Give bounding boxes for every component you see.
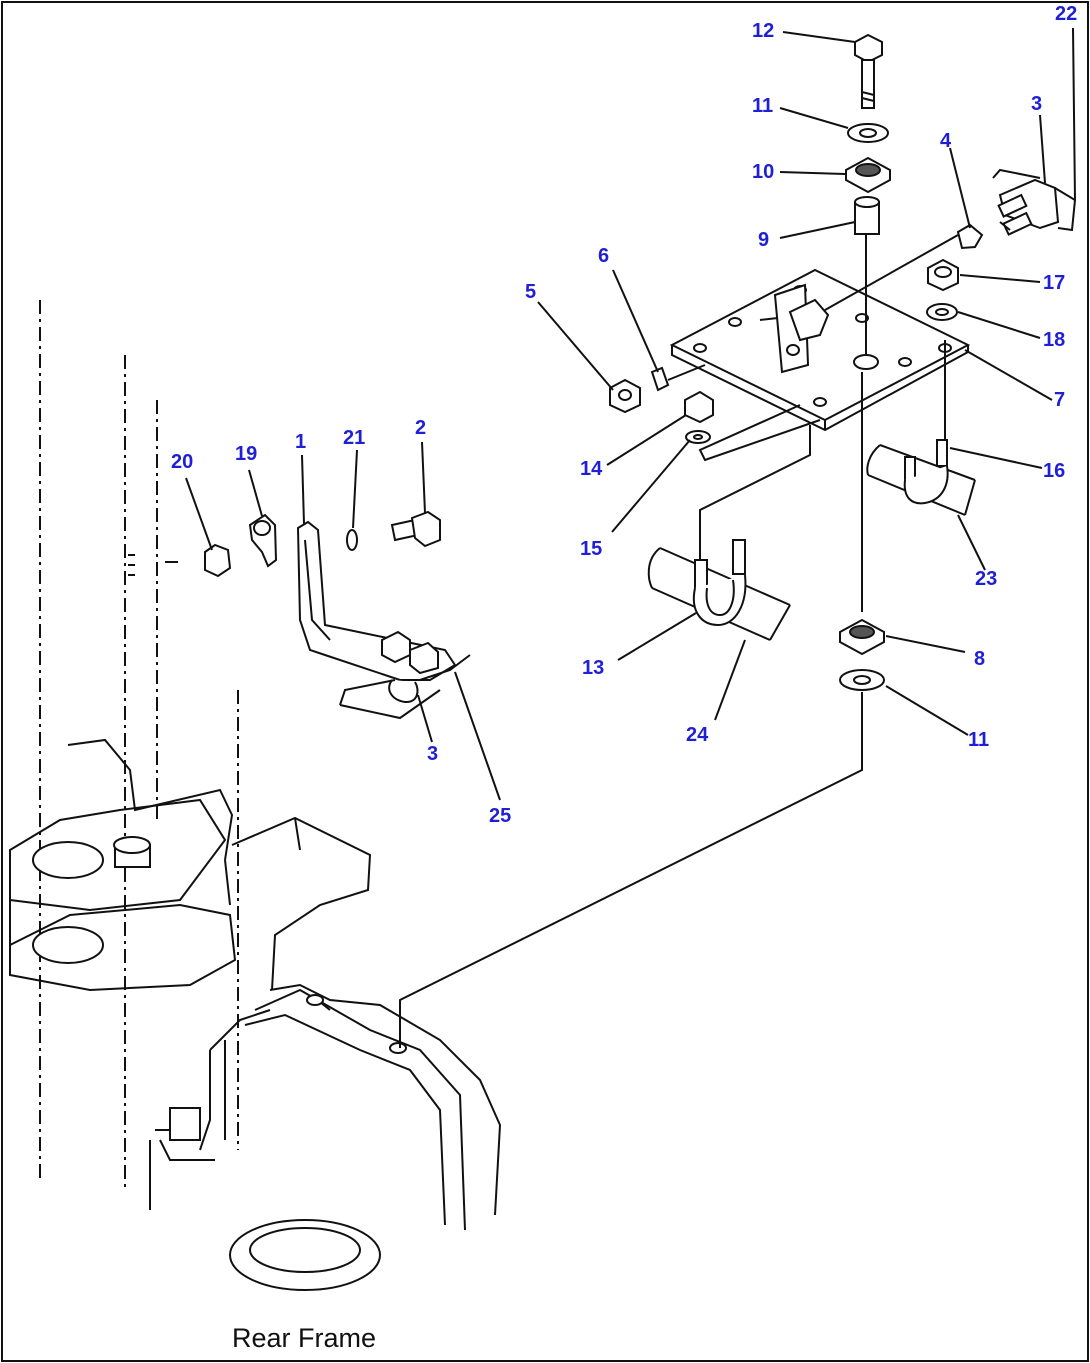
callout-2: 2	[415, 417, 426, 439]
pivot-hole-lower	[32, 926, 104, 964]
callout-14: 14	[580, 458, 603, 480]
callout-22: 22	[1055, 3, 1077, 25]
clamp-13	[692, 574, 747, 627]
callout-21: 21	[343, 427, 365, 449]
hose-clamp-assemblies	[399, 439, 976, 1048]
callout-6: 6	[598, 245, 609, 267]
callout-20: 20	[171, 451, 193, 473]
clamp-13-stud-b	[732, 539, 746, 575]
callout-25: 25	[489, 805, 511, 827]
callout-1: 1	[295, 431, 306, 453]
callout-9: 9	[758, 229, 769, 251]
callout-labels: 12 22 11 3 10 4 9 17 6 5 18 7 14 16 20 1…	[171, 3, 1077, 827]
callout-7: 7	[1054, 389, 1065, 411]
callout-8: 8	[974, 648, 985, 670]
nut-14	[684, 390, 714, 424]
callout-23: 23	[975, 568, 997, 590]
callout-11-top: 11	[752, 95, 773, 117]
callout-10: 10	[752, 161, 774, 183]
cap-4	[956, 223, 984, 250]
callout-5: 5	[525, 281, 536, 303]
clamp-16	[903, 465, 949, 505]
callout-16: 16	[1043, 460, 1065, 482]
clamp-16-stud-a	[936, 439, 948, 467]
callout-3-bottom: 3	[427, 743, 438, 765]
bolt-12	[854, 33, 883, 64]
callout-24: 24	[686, 724, 709, 746]
callout-18: 18	[1043, 329, 1065, 351]
clamp-3-lower	[388, 679, 419, 704]
washer-21	[346, 529, 358, 551]
caption-rear-frame: Rear Frame	[232, 1323, 376, 1353]
rear-frame-structure	[9, 300, 502, 1291]
callout-12: 12	[752, 20, 774, 42]
callout-19: 19	[235, 443, 257, 465]
mounting-plate-assembly	[609, 33, 1077, 612]
callout-13: 13	[582, 657, 604, 679]
nut-20	[204, 543, 232, 578]
leader-lines	[185, 27, 1076, 801]
callout-11-bottom: 11	[968, 729, 989, 751]
bolt-12-shank	[861, 59, 875, 109]
left-bracket-assembly	[204, 510, 471, 720]
callout-17: 17	[1043, 272, 1065, 294]
pivot-hole-upper	[32, 841, 104, 879]
washer-6	[650, 366, 670, 392]
callout-3-top: 3	[1031, 93, 1042, 115]
callout-4: 4	[940, 130, 952, 152]
callout-15: 15	[580, 538, 602, 560]
